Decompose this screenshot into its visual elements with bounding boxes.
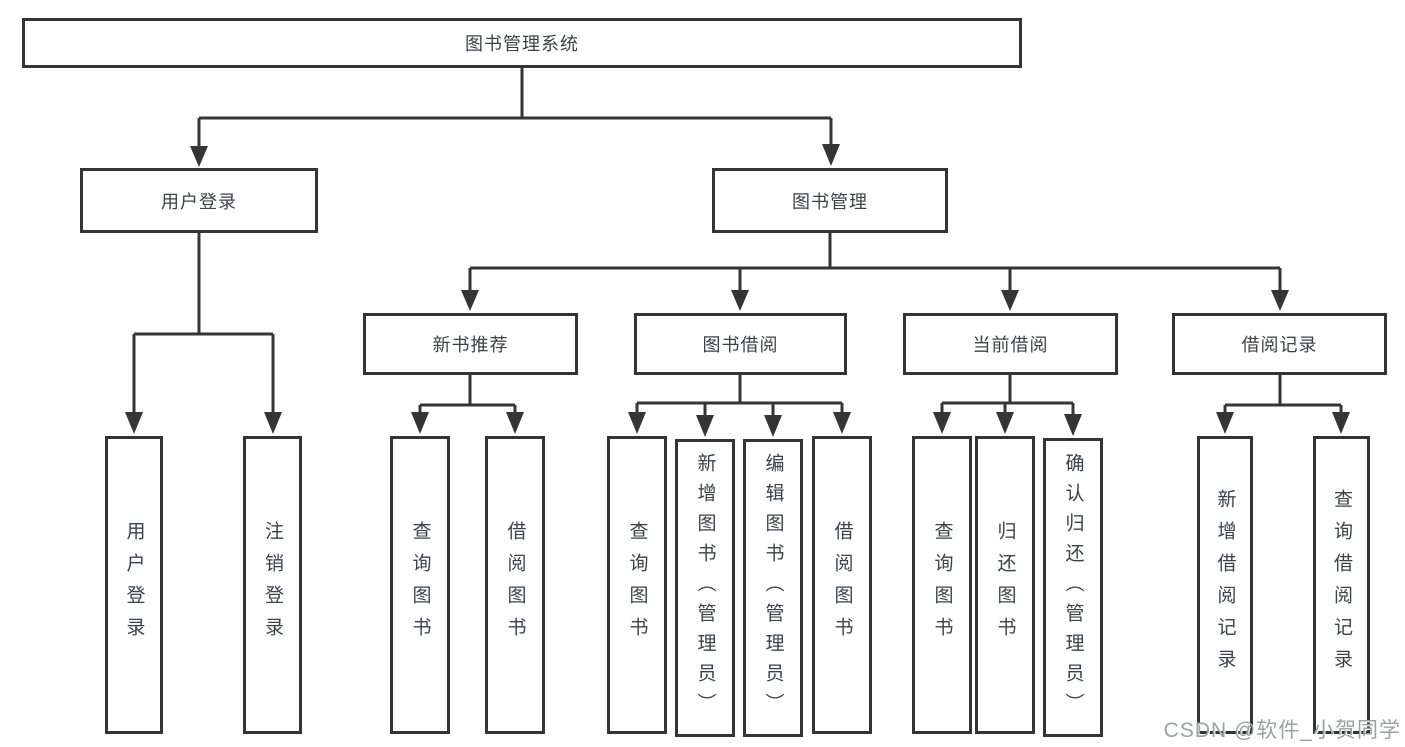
leaf-label: 查询图书 [626,521,648,649]
leaf-label: 查询图书 [409,521,431,649]
leaf-label: 确认归还（管理员） [1062,452,1084,723]
node-new-book-recommend: 新书推荐 [363,313,578,375]
leaf-label: 查询图书 [931,521,953,649]
leaf-borrow-books: 借阅图书 [812,436,872,734]
leaf-add-books-admin: 新增图书（管理员） [675,439,735,737]
leaf-label: 借阅图书 [504,521,526,649]
leaf-label: 新增借阅记录 [1214,489,1236,681]
leaf-query-books-current: 查询图书 [912,436,972,734]
leaf-confirm-return-admin: 确认归还（管理员） [1043,438,1103,737]
node-user-login: 用户登录 [80,168,318,233]
node-label: 新书推荐 [432,335,509,355]
leaf-borrow-books-recommend: 借阅图书 [485,436,545,734]
connector-userlogin-to-leaves [125,233,282,434]
connector-bookborrow-to-leaves [628,375,851,437]
leaf-query-books-borrow: 查询图书 [607,436,667,734]
node-borrow-records: 借阅记录 [1172,313,1387,375]
connector-borrowrecords-to-leaves [1216,375,1350,434]
node-label: 图书管理系统 [465,34,579,54]
leaf-edit-books-admin: 编辑图书（管理员） [743,439,803,737]
node-current-borrow: 当前借阅 [903,313,1118,375]
leaf-add-borrow-record: 新增借阅记录 [1197,436,1253,734]
node-label: 图书借阅 [702,335,779,355]
node-root-book-management-system: 图书管理系统 [22,18,1022,68]
leaf-label: 归还图书 [994,521,1016,649]
leaf-label: 编辑图书（管理员） [762,453,784,723]
node-label: 用户登录 [161,191,237,212]
connector-newbook-to-leaves [411,375,524,434]
leaf-return-books: 归还图书 [975,436,1035,734]
leaf-label: 借阅图书 [831,521,853,649]
leaf-label: 新增图书（管理员） [694,453,716,723]
node-label: 当前借阅 [972,335,1049,355]
node-book-management: 图书管理 [712,168,948,233]
node-label: 借阅记录 [1241,335,1318,355]
leaf-query-books-recommend: 查询图书 [390,436,450,734]
leaf-label: 用户登录 [123,521,145,649]
leaf-user-login: 用户登录 [105,436,163,734]
leaf-query-borrow-record: 查询借阅记录 [1313,436,1370,734]
node-book-borrow: 图书借阅 [634,313,847,375]
connector-root-to-level1 [190,68,840,167]
csdn-watermark: CSDN @软件_小贺同学 [1163,719,1401,742]
leaf-label: 注销登录 [262,521,283,649]
leaf-logout: 注销登录 [243,436,302,734]
connector-currentborrow-to-leaves [933,375,1082,436]
leaf-label: 查询借阅记录 [1331,489,1352,681]
node-label: 图书管理 [792,191,868,212]
connector-bookmgmt-to-level2 [461,233,1289,311]
